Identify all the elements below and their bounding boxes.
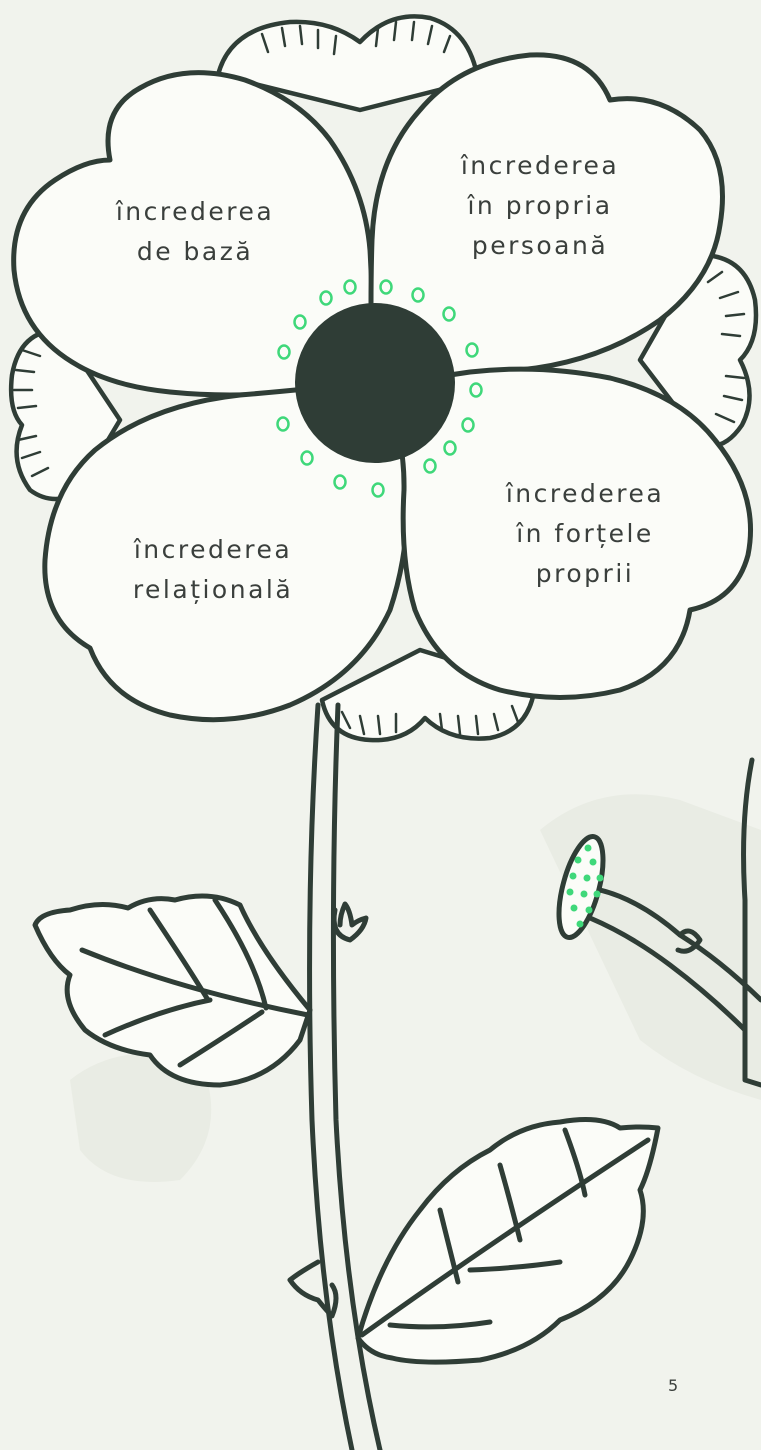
petal-label-line: încrederea <box>100 192 290 232</box>
petal-label-line: încrederea <box>445 146 635 186</box>
petal-label-top-left: încrederea de bază <box>100 192 290 272</box>
leaf-upper-left <box>35 896 310 1085</box>
petal-label-line: relațională <box>118 570 308 610</box>
petal-label-line: proprii <box>490 554 680 594</box>
petal-label-line: de bază <box>100 232 290 272</box>
petal-label-line: persoană <box>445 226 635 266</box>
petal-label-line: încrederea <box>118 530 308 570</box>
petal-label-line: în propria <box>445 186 635 226</box>
petal-label-line: încrederea <box>490 474 680 514</box>
petal-label-bottom-left: încrederea relațională <box>118 530 308 610</box>
petal-label-bottom-right: încrederea în forțele proprii <box>490 474 680 594</box>
flower-center <box>295 303 455 463</box>
petal-label-line: în forțele <box>490 514 680 554</box>
leaf-lower-right <box>358 1120 658 1363</box>
stem-sprout-upper <box>334 904 366 940</box>
page-number: 5 <box>668 1376 678 1395</box>
petal-label-top-right: încrederea în propria persoană <box>445 146 635 266</box>
